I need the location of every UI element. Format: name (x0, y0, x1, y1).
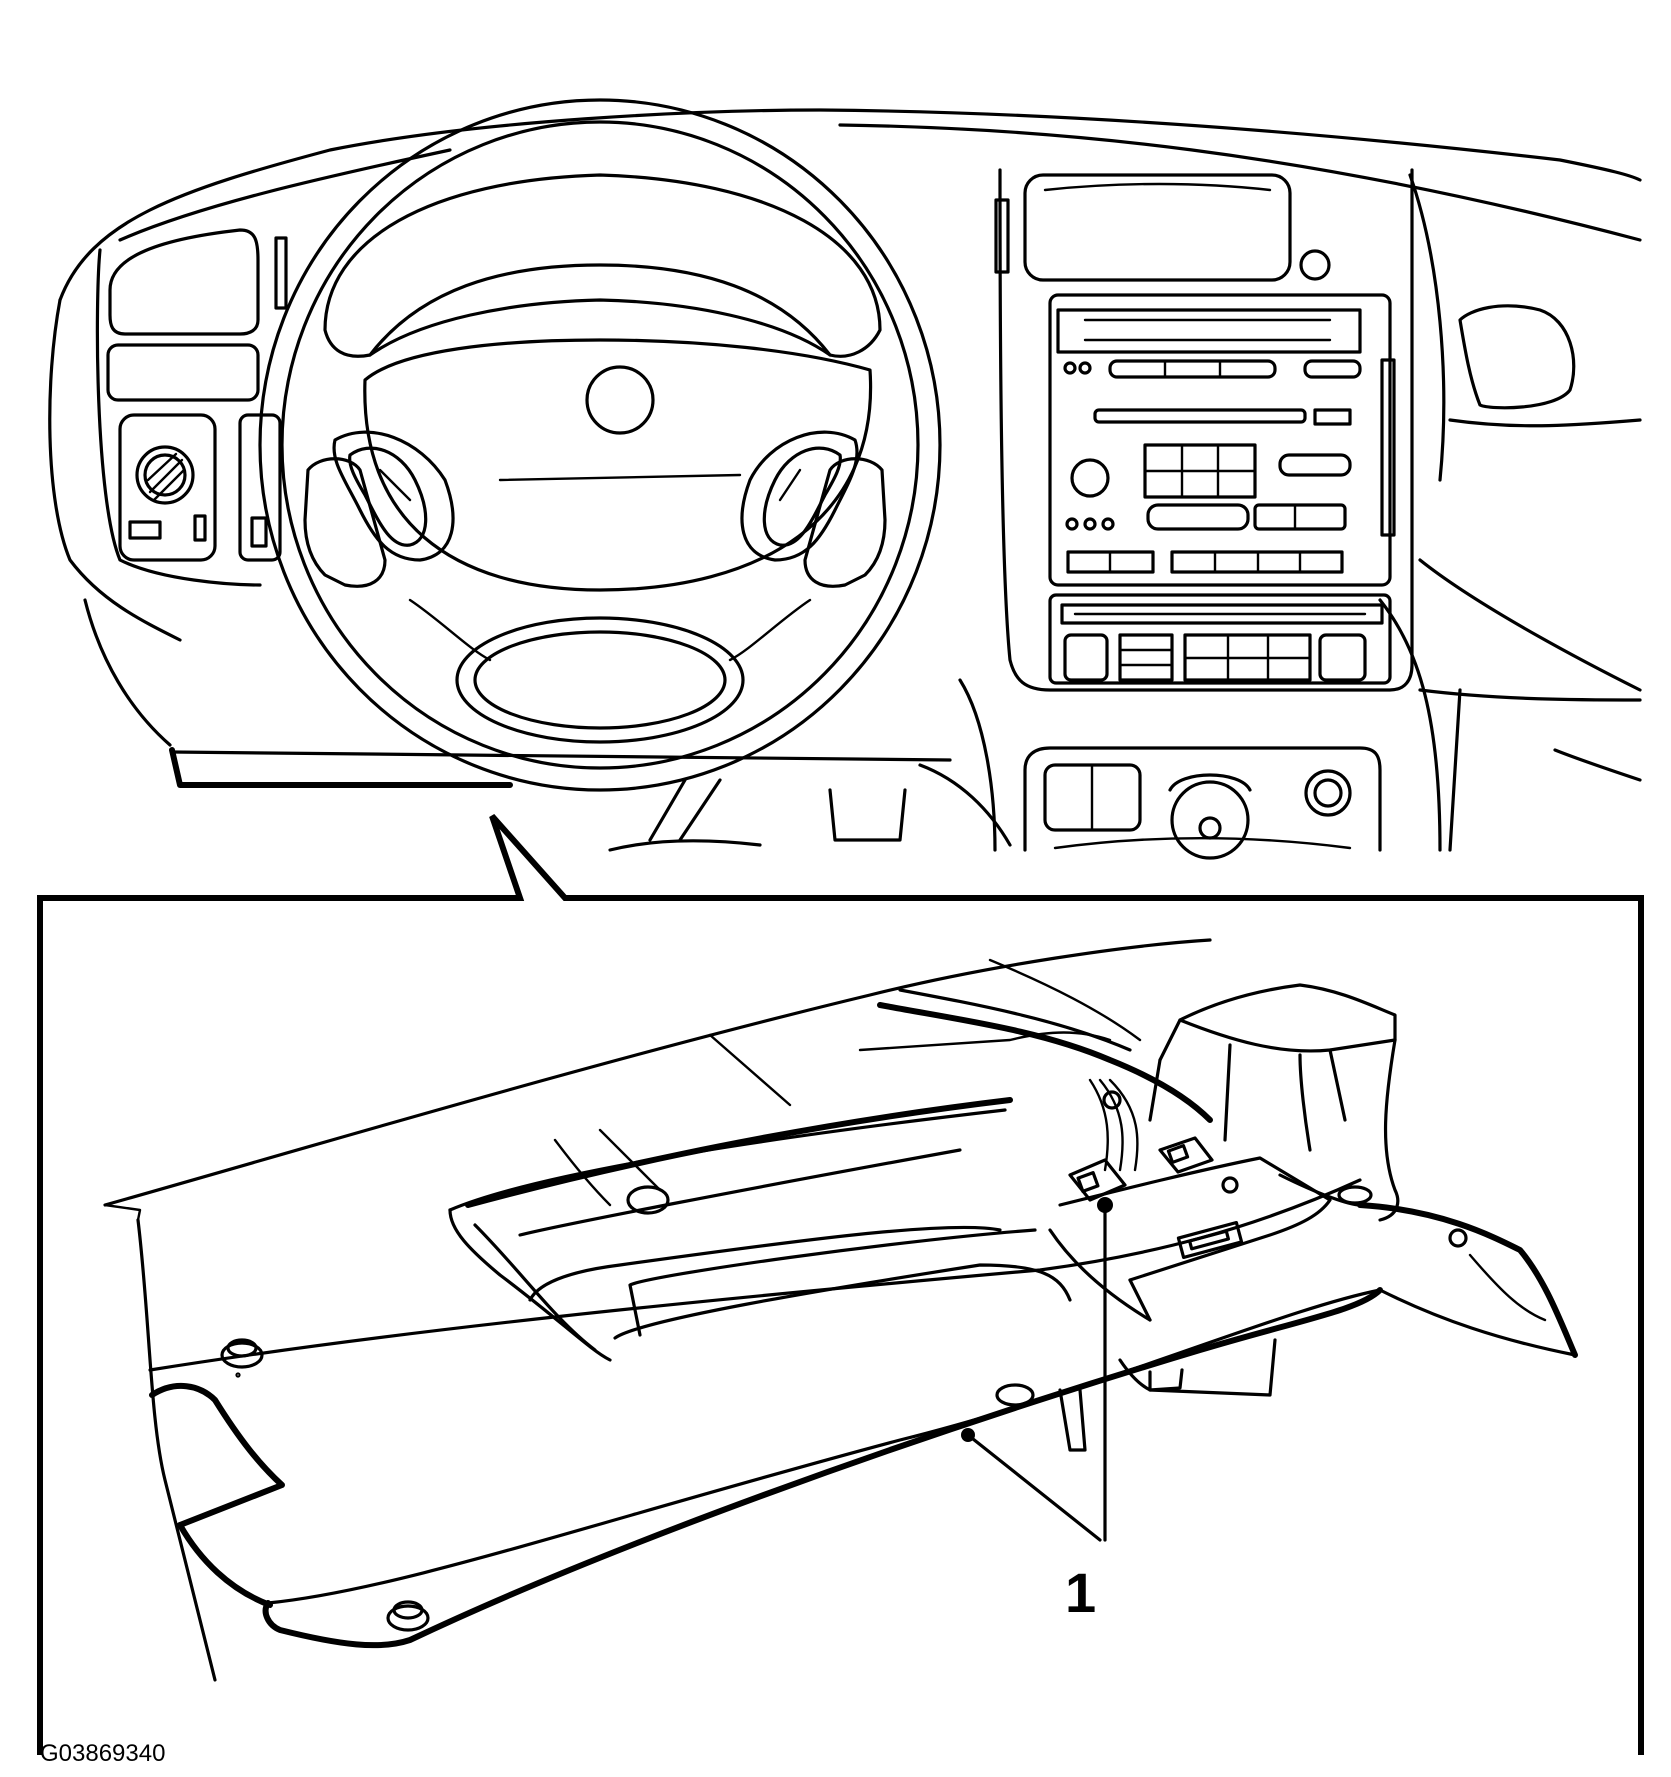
detail-frame (37, 814, 1644, 1755)
figure-id-label: G03869340 (40, 1740, 166, 1767)
knee-panel-detail (103, 938, 1578, 1682)
dashboard-overview (48, 98, 1642, 860)
callout-number-1: 1 (1065, 1561, 1097, 1624)
